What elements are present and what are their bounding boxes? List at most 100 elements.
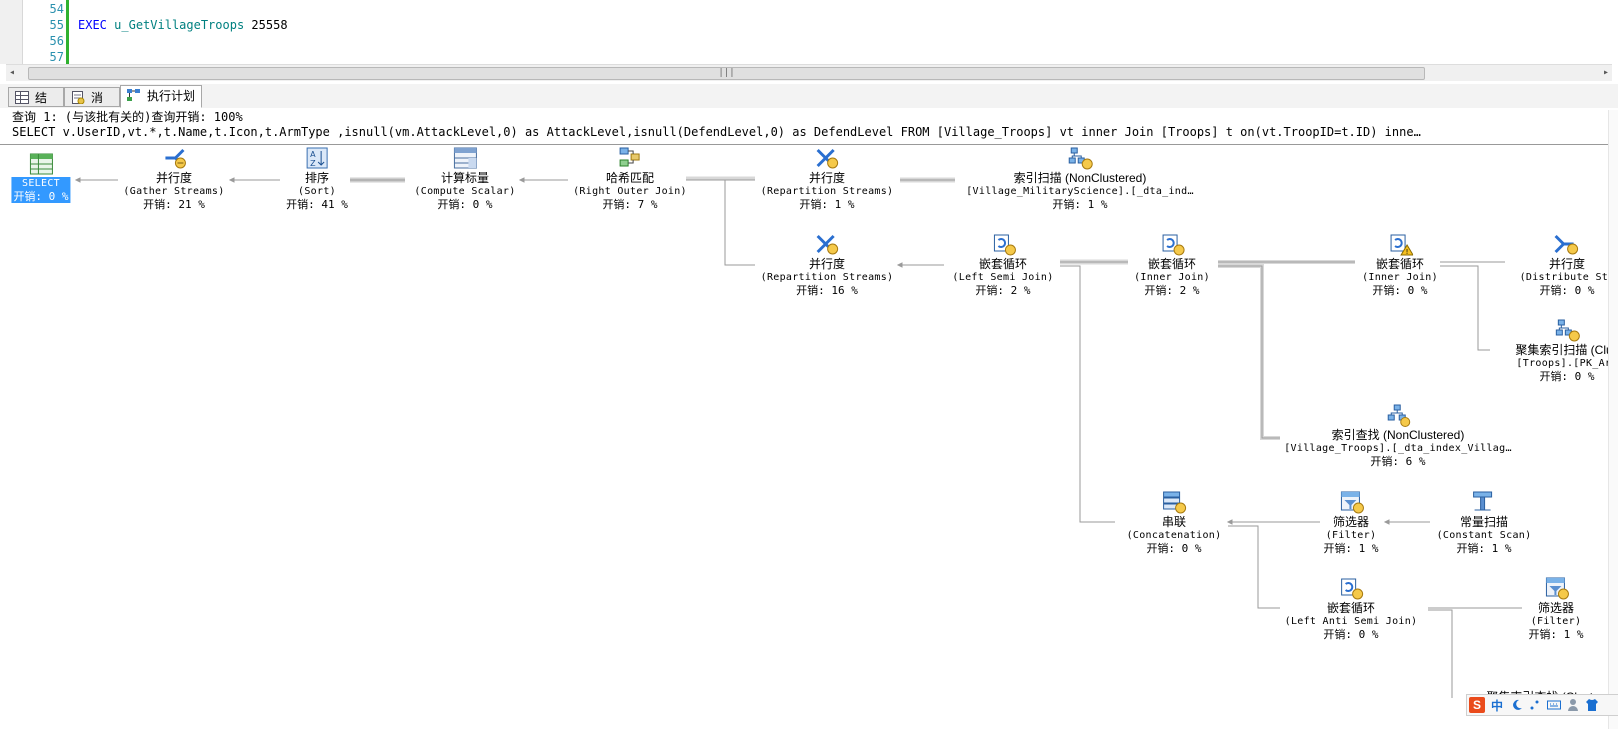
- ime-toolbar[interactable]: S 中: [1466, 694, 1618, 716]
- plan-node-clustered-index-scan[interactable]: 聚集索引扫描 (Clus [Troops].[PK_Arm 开销: 0 %: [1515, 318, 1618, 383]
- node-cost: 开销: 1 %: [799, 198, 855, 211]
- user-icon[interactable]: [1567, 698, 1579, 712]
- svg-text:!: !: [1406, 248, 1409, 256]
- node-name: 计算标量: [440, 171, 490, 185]
- nested-loops-icon: [1341, 578, 1364, 600]
- plan-node-repartition-streams[interactable]: 并行度 (Repartition Streams) 开销: 16 %: [761, 232, 894, 297]
- tab-execution-plan[interactable]: 执行计划: [120, 85, 202, 108]
- node-subtitle: (Inner Join): [1362, 272, 1438, 283]
- plan-node-select[interactable]: SELECT 开销: 0 %: [11, 152, 71, 204]
- plan-node-gather-streams[interactable]: 并行度 (Gather Streams) 开销: 21 %: [123, 146, 224, 211]
- node-subtitle: (Gather Streams): [123, 186, 225, 197]
- plan-node-repartition-streams[interactable]: 并行度 (Repartition Streams) 开销: 1 %: [761, 146, 894, 211]
- line-numbers: 54 55 56 57: [26, 0, 64, 64]
- node-name: 聚集索引扫描 (Clus: [1515, 343, 1618, 357]
- grid-icon: [15, 91, 29, 104]
- node-name: 筛选器: [1537, 601, 1574, 615]
- node-name: 排序: [304, 171, 329, 185]
- moon-icon[interactable]: [1511, 699, 1523, 711]
- plan-node-concatenation[interactable]: 串联 (Concatenation) 开销: 0 %: [1127, 490, 1222, 555]
- node-cost: 开销: 0 %: [1323, 628, 1379, 641]
- gather-streams-icon: [164, 148, 186, 169]
- node-cost: 开销: 0 %: [1539, 284, 1595, 297]
- horizontal-scrollbar[interactable]: ◂ ||| ▸: [6, 64, 1612, 81]
- plan-node-nested-loops[interactable]: ! 嵌套循环 (Inner Join) 开销: 0 %: [1362, 232, 1438, 297]
- line-number: 55: [49, 18, 64, 32]
- hash-match-icon: [619, 147, 640, 167]
- node-subtitle: (Right Outer Join): [573, 186, 687, 197]
- plan-node-constant-scan[interactable]: 常量扫描 (Constant Scan) 开销: 1 %: [1437, 490, 1532, 555]
- node-cost: 开销: 0 %: [13, 190, 69, 203]
- vertical-scrollbar[interactable]: [1608, 110, 1618, 729]
- execution-plan-panel[interactable]: 查询 1: (与该批有关的)查询开销: 100% SELECT v.UserID…: [0, 108, 1618, 729]
- line-number: 57: [49, 50, 64, 64]
- node-subtitle: (Concatenation): [1126, 530, 1222, 541]
- node-cost: 开销: 0 %: [437, 198, 493, 211]
- node-subtitle: (Distribute Str: [1519, 272, 1615, 283]
- node-cost: 开销: 1 %: [1323, 542, 1379, 555]
- node-cost: 开销: 0 %: [1539, 370, 1595, 383]
- shirt-icon[interactable]: [1585, 698, 1599, 712]
- plan-connectors: [74, 176, 1522, 698]
- concatenation-icon: [1163, 491, 1187, 514]
- code-argument: 25558: [251, 18, 288, 32]
- node-cost: 开销: 2 %: [975, 284, 1031, 297]
- node-cost: 开销: 7 %: [602, 198, 658, 211]
- svg-text:Z: Z: [310, 159, 316, 168]
- punct-icon[interactable]: [1529, 699, 1541, 711]
- node-subtitle: [Village_MilitaryScience].[_dta_ind…: [966, 186, 1194, 197]
- plan-node-hash-match[interactable]: 哈希匹配 (Right Outer Join) 开销: 7 %: [573, 146, 687, 211]
- node-name: 筛选器: [1332, 515, 1369, 529]
- editor-gutter: [0, 0, 23, 64]
- plan-node-index-scan[interactable]: 索引扫描 (NonClustered) [Village_MilitarySci…: [966, 146, 1194, 211]
- index-seek-icon: [1387, 404, 1410, 427]
- node-cost: 开销: 0 %: [1146, 542, 1202, 555]
- node-name: 哈希匹配: [605, 171, 654, 185]
- node-subtitle: (Repartition Streams): [760, 272, 894, 283]
- plan-node-nested-loops[interactable]: 嵌套循环 (Inner Join) 开销: 2 %: [1134, 232, 1210, 297]
- plan-node-nested-loops[interactable]: 嵌套循环 (Left Semi Join) 开销: 2 %: [952, 232, 1053, 297]
- node-name: 并行度: [808, 171, 846, 185]
- plan-node-filter[interactable]: 筛选器 (Filter) 开销: 1 %: [1323, 490, 1379, 555]
- tab-messages[interactable]: 消息: [64, 87, 120, 125]
- node-cost: 开销: 0 %: [1372, 284, 1428, 297]
- node-subtitle: (Inner Join): [1134, 272, 1210, 283]
- scroll-right-icon[interactable]: ▸: [1602, 67, 1609, 78]
- tab-label: 执行计划: [147, 89, 196, 103]
- sql-editor[interactable]: 54 55 56 57 EXEC u_GetVillageTroops 2555…: [0, 0, 1618, 64]
- plan-node-nested-loops[interactable]: 嵌套循环 (Left Anti Semi Join) 开销: 0 %: [1285, 576, 1418, 641]
- scroll-left-icon[interactable]: ◂: [9, 67, 16, 78]
- plan-node-compute-scalar[interactable]: 计算标量 (Compute Scalar) 开销: 0 %: [414, 146, 515, 211]
- node-subtitle: (Compute Scalar): [414, 186, 516, 197]
- node-cost: 开销: 2 %: [1144, 284, 1200, 297]
- node-name: 索引查找 (NonClustered): [1331, 428, 1465, 442]
- node-name: 并行度: [1548, 257, 1585, 271]
- node-name: 并行度: [808, 257, 846, 271]
- filter-icon: [1545, 577, 1569, 600]
- node-name: SELECT: [22, 178, 60, 189]
- scrollbar-thumb[interactable]: |||: [28, 67, 1425, 80]
- result-tabs: 结果 消息 执行计划: [0, 84, 1618, 125]
- plan-node-distribute-streams[interactable]: 并行度 (Distribute Str 开销: 0 %: [1520, 232, 1615, 297]
- plan-icon: [127, 89, 140, 101]
- node-name: 嵌套循环: [978, 257, 1028, 271]
- repartition-icon: [816, 234, 839, 255]
- grip-icon: |||: [718, 68, 735, 78]
- input-mode-toggle[interactable]: 中: [1491, 699, 1504, 713]
- sort-icon: AZ: [306, 147, 328, 169]
- node-name: 并行度: [155, 171, 193, 185]
- node-subtitle: (Sort): [298, 186, 336, 197]
- nested-loops-icon: [1162, 234, 1185, 256]
- plan-node-index-seek[interactable]: 索引查找 (NonClustered) [Village_Troops].[_d…: [1284, 403, 1512, 468]
- plan-node-filter[interactable]: 筛选器 (Filter) 开销: 1 %: [1528, 576, 1584, 641]
- keyboard-icon[interactable]: [1547, 699, 1561, 711]
- node-subtitle: (Constant Scan): [1436, 530, 1532, 541]
- code-line[interactable]: EXEC u_GetVillageTroops 25558: [78, 18, 288, 32]
- node-subtitle: (Filter): [1530, 616, 1582, 627]
- compute-scalar-icon: [453, 147, 477, 169]
- tab-results[interactable]: 结果: [8, 87, 64, 125]
- code-proc-name: u_GetVillageTroops: [114, 18, 245, 32]
- node-subtitle: (Left Semi Join): [952, 272, 1054, 283]
- sogou-logo-icon[interactable]: S: [1469, 697, 1485, 713]
